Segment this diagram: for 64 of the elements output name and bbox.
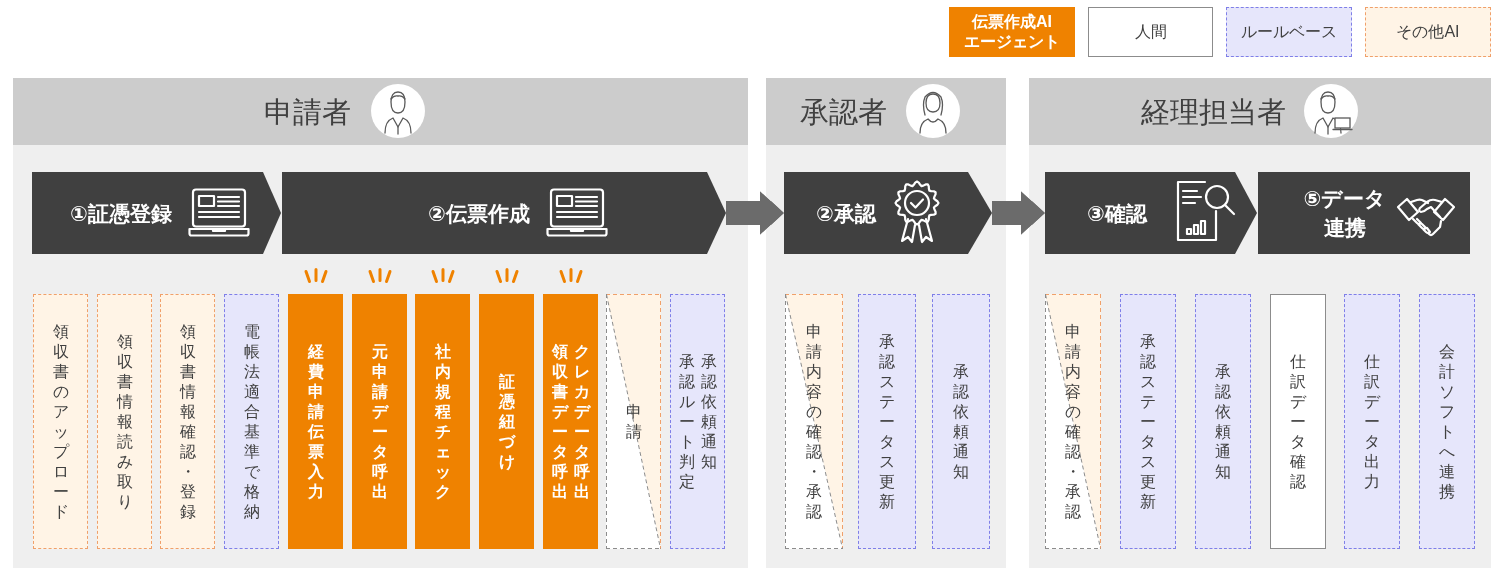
task-label: 承認ステータス更新 bbox=[1139, 331, 1157, 512]
task-label: 領収書情報読み取り bbox=[115, 331, 134, 512]
step-label: ②承認 bbox=[816, 200, 876, 227]
swimlane bbox=[766, 78, 1006, 568]
task-card bbox=[670, 294, 725, 549]
task-card bbox=[352, 294, 407, 549]
task-label: 領収書のアップロード bbox=[51, 321, 70, 522]
task-card bbox=[1120, 294, 1176, 549]
lane-title: 申請者 bbox=[263, 94, 351, 130]
task-label: 仕訳データ出力 bbox=[1363, 351, 1381, 492]
task-card bbox=[1344, 294, 1400, 549]
task-label: 承認依頼通知 bbox=[699, 351, 718, 472]
task-label: 申請内容の確認・承認 bbox=[805, 321, 823, 522]
lane-title: 承認者 bbox=[799, 94, 887, 130]
task-label: 証憑紐づけ bbox=[497, 371, 516, 472]
swimlane bbox=[13, 78, 748, 568]
task-card bbox=[415, 294, 470, 549]
legend-key: 伝票作成AIエージェント bbox=[949, 7, 1075, 57]
task-card bbox=[33, 294, 88, 549]
task-card bbox=[858, 294, 916, 549]
step-banner bbox=[784, 172, 992, 254]
step-banner bbox=[1258, 172, 1470, 254]
task-card bbox=[160, 294, 215, 549]
task-card bbox=[1419, 294, 1475, 549]
task-label: 申請 bbox=[624, 401, 643, 442]
task-card bbox=[224, 294, 279, 549]
task-card bbox=[1045, 294, 1101, 549]
task-label: クレカデータ呼出 bbox=[572, 341, 591, 502]
task-label: 承認ルート判定 bbox=[677, 351, 696, 492]
legend-key: その他AI bbox=[1365, 7, 1491, 57]
task-card bbox=[97, 294, 152, 549]
block-arrow bbox=[726, 191, 784, 235]
step-label: ⑤データ連携 bbox=[1302, 186, 1388, 241]
step-label: ①証憑登録 bbox=[70, 200, 172, 227]
block-arrow bbox=[992, 191, 1045, 235]
task-card bbox=[288, 294, 343, 549]
task-card bbox=[543, 294, 598, 549]
legend-key: ルールベース bbox=[1226, 7, 1352, 57]
step-banner bbox=[1045, 172, 1257, 254]
legend-key: 人間 bbox=[1088, 7, 1213, 57]
task-card bbox=[479, 294, 534, 549]
task-label: 社内規程チェック bbox=[433, 341, 452, 502]
task-label: 元申請データ呼出 bbox=[370, 341, 389, 502]
step-label: ②伝票作成 bbox=[428, 200, 530, 227]
task-card bbox=[785, 294, 843, 549]
lane-title: 経理担当者 bbox=[1140, 94, 1286, 130]
task-card bbox=[1270, 294, 1326, 549]
task-label: 電帳法適合基準で格納 bbox=[242, 321, 261, 522]
task-card bbox=[606, 294, 661, 549]
task-label: 会計ソフトへ連携 bbox=[1438, 341, 1456, 502]
task-label: 承認ステータス更新 bbox=[878, 331, 896, 512]
task-card bbox=[1195, 294, 1251, 549]
task-label: 仕訳データ確認 bbox=[1289, 351, 1307, 492]
task-label: 領収書情報確認・登録 bbox=[178, 321, 197, 522]
step-banner bbox=[282, 172, 726, 254]
swimlane bbox=[1029, 78, 1491, 568]
task-card bbox=[932, 294, 990, 549]
task-label: 承認依頼通知 bbox=[1214, 361, 1232, 482]
task-label: 承認依頼通知 bbox=[952, 361, 970, 482]
task-label: 領収書データ呼出 bbox=[550, 341, 569, 502]
task-label: 経費申請伝票入力 bbox=[306, 341, 325, 502]
step-label: ③確認 bbox=[1087, 200, 1147, 227]
task-label: 申請内容の確認・承認 bbox=[1064, 321, 1082, 522]
step-banner bbox=[32, 172, 281, 254]
